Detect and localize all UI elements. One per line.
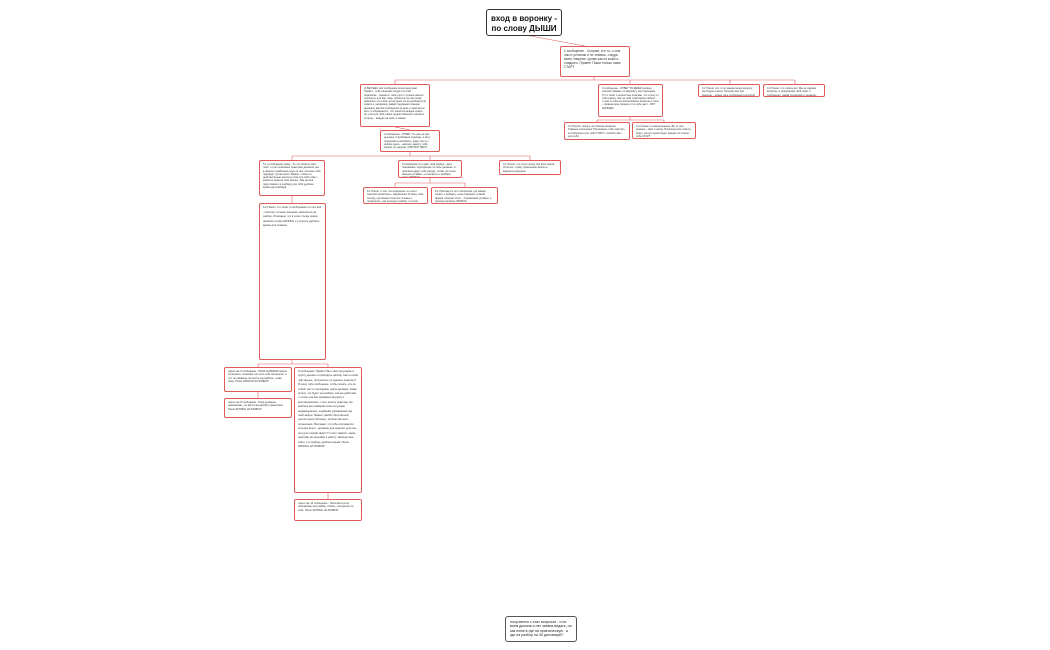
node-message-4[interactable]: 4 сообщение - ОТВЕТ: Ты уже не раз дышиш…	[380, 130, 440, 152]
node-followup-6[interactable]: через час 6 сообщение - ПОКА НАПИШИ Ниче…	[224, 367, 292, 392]
node-message-3[interactable]: 3 сообщение - ОТВЕТ ТО ДЫШИ должен соотв…	[598, 84, 663, 117]
node-branch-6-1-b[interactable]: 6.1 Приходит в чат с вопросом, где можно…	[431, 187, 498, 204]
node-branch-6-1-a[interactable]: 6.1 Пишет о том, что интересно, но хочет…	[363, 187, 428, 204]
node-followup-8[interactable]: через час 8 сообщение - Пока думаешь, на…	[224, 398, 292, 418]
node-message-5-detail[interactable]: 5 сообщение: Привет! Мы стали регулярно …	[294, 367, 362, 493]
node-branch-4-1[interactable]: 4.1 Пишет, что хочет сразу, без всех шаг…	[499, 160, 561, 175]
node-message-1[interactable]: 1 сообщение - Спорим, это то, о чем част…	[560, 46, 630, 77]
node-message-2[interactable]: 2) ВЕ Pallet: всё сообщение сразу выпуск…	[360, 84, 430, 127]
node-branch-3-3[interactable]: 3.3 Пишет, что ответа нет. Мы не задаём …	[763, 84, 825, 97]
node-followup-10[interactable]: через час 10 сообщение - Пока всё в силе…	[294, 499, 362, 521]
node-message-5-1[interactable]: 5.1 в сообщение сразу - То что ответил м…	[259, 160, 325, 196]
root-topic[interactable]: вход в воронку - по слову ДЫШИ	[486, 9, 562, 36]
node-branch-3-2[interactable]: 3.2 Просит, шагать за ответом, Енергия. …	[564, 122, 630, 140]
node-message-5[interactable]: 5 сообщение Что даёт твой разбор - даст …	[398, 160, 462, 178]
node-branch-3-1[interactable]: 3.1 Пишет что-то по конкретному вопросу,…	[698, 84, 760, 97]
node-branch-3-4[interactable]: 3.4 Сказал со своим мнение. Во то тем ск…	[632, 122, 696, 139]
floating-note[interactable]: получается с этих вопросах - и по всем д…	[505, 616, 577, 642]
node-message-6-long[interactable]: 6.2 Пишет, что ответ в сообщениях кто эт…	[259, 203, 326, 360]
